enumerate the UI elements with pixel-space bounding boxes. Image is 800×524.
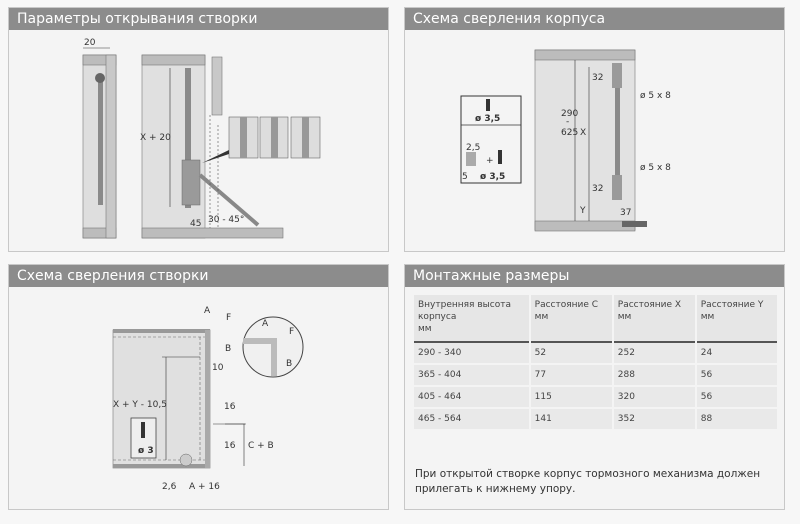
header-line: корпуса <box>418 312 457 322</box>
body-drilling-panel: Схема сверления корпуса <box>404 7 785 252</box>
cell: 465 - 564 <box>414 409 529 431</box>
header-line: мм <box>700 312 715 322</box>
col-header-height: Внутренняя высота корпуса мм <box>414 295 529 343</box>
mounting-table: Внутренняя высота корпуса мм Расстояние C м… <box>412 295 779 431</box>
cell: 56 <box>696 365 777 387</box>
opening-parameters-panel: Параметры открывания створки <box>8 7 389 252</box>
cell: 352 <box>613 409 695 431</box>
header-line: Расстояние Y <box>700 300 764 310</box>
cell: 405 - 464 <box>414 387 529 409</box>
cell: 252 <box>613 343 695 365</box>
cell: 52 <box>530 343 612 365</box>
panel-title: Схема сверления корпуса <box>405 8 784 30</box>
col-header-c: Расстояние C мм <box>530 295 612 343</box>
cell: 77 <box>530 365 612 387</box>
cell: 115 <box>530 387 612 409</box>
panel-title: Монтажные размеры <box>405 265 784 287</box>
cell: 88 <box>696 409 777 431</box>
header-line: Расстояние X <box>617 300 682 310</box>
header-line: мм <box>418 324 432 334</box>
panel-title: Параметры открывания створки <box>9 8 388 30</box>
cell: 141 <box>530 409 612 431</box>
mounting-dimensions-panel: Монтажные размеры Внутренняя высота корпу… <box>404 264 785 510</box>
cell: 365 - 404 <box>414 365 529 387</box>
panel-title: Схема сверления створки <box>9 265 388 287</box>
header-line: мм <box>534 312 549 322</box>
door-drilling-panel: Схема сверления створки <box>8 264 389 510</box>
col-header-x: Расстояние X мм <box>613 295 695 343</box>
cell: 288 <box>613 365 695 387</box>
header-line: Расстояние C <box>534 300 599 310</box>
header-line: мм <box>617 312 632 322</box>
col-header-y: Расстояние Y мм <box>696 295 777 343</box>
header-line: Внутренняя высота <box>418 300 511 310</box>
cell: 320 <box>613 387 695 409</box>
cell: 290 - 340 <box>414 343 529 365</box>
mounting-note: При открытой створке корпус тормозного м… <box>415 468 761 495</box>
cell: 56 <box>696 387 777 409</box>
cell: 24 <box>696 343 777 365</box>
